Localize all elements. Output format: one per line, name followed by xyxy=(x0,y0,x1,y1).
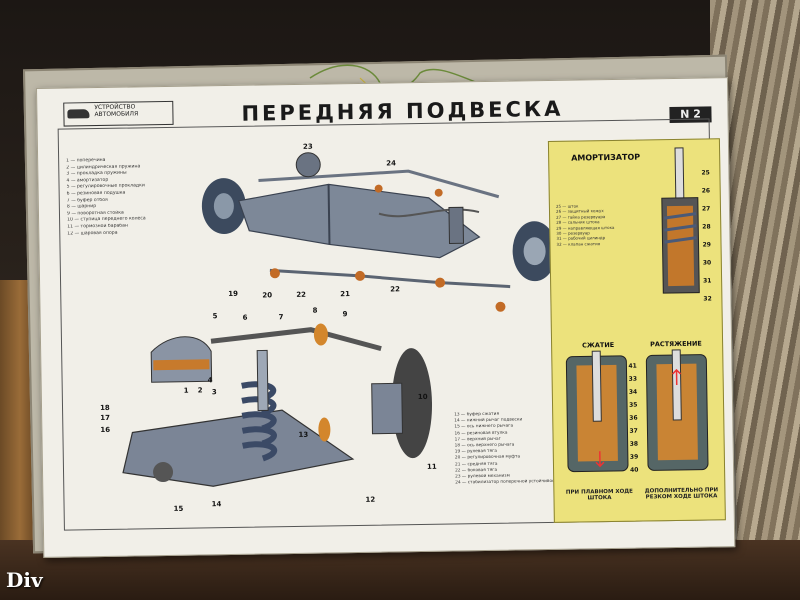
callout-8: 8 xyxy=(312,306,318,315)
callout-25: 25 xyxy=(701,169,710,177)
shock-panel-heading: АМОРТИЗАТОР xyxy=(571,152,641,163)
valve-callouts: 41 33 34 35 36 37 38 39 40 xyxy=(549,139,719,474)
callout-38: 38 xyxy=(629,440,639,448)
callout-39: 39 xyxy=(629,453,639,461)
callout-5: 5 xyxy=(212,312,218,321)
callout-3: 3 xyxy=(211,388,217,397)
callout-10: 10 xyxy=(417,392,428,402)
callout-23: 23 xyxy=(302,142,313,151)
compression-label: СЖАТИЕ xyxy=(582,340,615,350)
callout-22a: 22 xyxy=(296,290,307,299)
cutaway-suspension-drawing xyxy=(122,323,433,487)
callout-32: 32 xyxy=(703,295,712,303)
valve-operation-drawing xyxy=(565,349,709,473)
caption-sharp: ДОПОЛНИТЕЛЬНО ПРИ РЕЗКОМ ХОДЕ ШТОКА xyxy=(644,487,719,501)
callout-9: 9 xyxy=(342,310,348,319)
callout-12: 12 xyxy=(365,495,376,504)
callout-13: 13 xyxy=(298,430,309,439)
callout-20: 20 xyxy=(262,291,273,300)
callout-28: 28 xyxy=(702,223,711,231)
callout-16: 16 xyxy=(100,425,111,435)
legend-item: 32 — клапан сжатия xyxy=(556,241,601,247)
callout-33: 33 xyxy=(628,375,638,383)
suspension-poster: УСТРОЙСТВО АВТОМОБИЛЯ ПЕРЕДНЯЯ ПОДВЕСКА … xyxy=(36,77,736,558)
watermark: Div xyxy=(6,568,43,592)
callout-31: 31 xyxy=(703,277,712,285)
caption-smooth: ПРИ ПЛАВНОМ ХОДЕ ШТОКА xyxy=(565,488,633,502)
callout-37: 37 xyxy=(629,427,638,435)
callout-40: 40 xyxy=(630,466,639,474)
callout-11: 11 xyxy=(426,462,437,471)
callout-21: 21 xyxy=(340,290,351,299)
callout-17: 17 xyxy=(100,413,111,423)
callout-24: 24 xyxy=(386,159,397,168)
logo-text: УСТРОЙСТВО АВТОМОБИЛЯ xyxy=(94,103,139,119)
callout-29: 29 xyxy=(702,241,711,249)
front-axle-drawing xyxy=(201,152,557,312)
callout-14: 14 xyxy=(211,500,222,509)
callout-4: 4 xyxy=(207,376,213,385)
callout-18: 18 xyxy=(99,403,110,413)
callout-2: 2 xyxy=(197,386,203,395)
callout-7: 7 xyxy=(278,313,284,322)
publisher-logo: УСТРОЙСТВО АВТОМОБИЛЯ xyxy=(63,100,174,127)
callout-26: 26 xyxy=(701,187,711,195)
callout-6: 6 xyxy=(242,313,248,322)
callout-41: 41 xyxy=(628,362,637,370)
callout-15: 15 xyxy=(173,504,184,513)
shock-absorber-drawing xyxy=(661,147,700,294)
callout-1: 1 xyxy=(183,386,189,395)
rebound-label: РАСТЯЖЕНИЕ xyxy=(650,339,702,349)
car-icon xyxy=(67,109,90,119)
shock-callouts: 25 26 27 28 29 30 31 32 xyxy=(549,139,719,302)
callout-34: 34 xyxy=(628,388,638,396)
callout-27: 27 xyxy=(701,205,711,213)
callout-19: 19 xyxy=(228,289,239,299)
callout-35: 35 xyxy=(629,401,638,409)
callout-22b: 22 xyxy=(390,285,401,294)
callout-36: 36 xyxy=(629,414,638,422)
callout-30: 30 xyxy=(702,259,712,267)
